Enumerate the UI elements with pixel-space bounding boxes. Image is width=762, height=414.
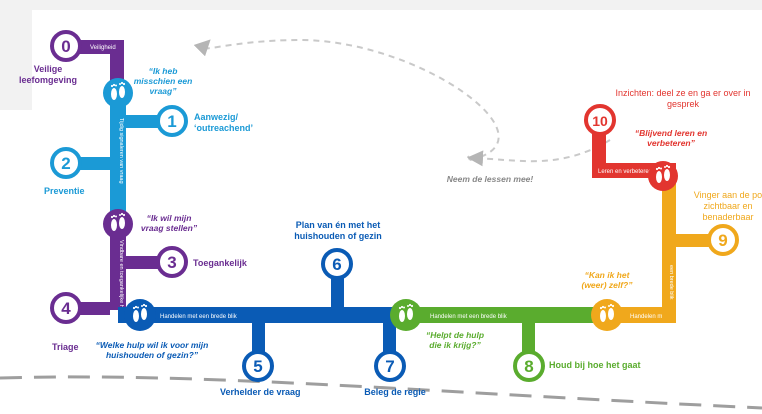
footprints-icon [124, 299, 156, 331]
branch-9 [676, 234, 712, 247]
green-horizontal-line [408, 307, 604, 323]
stop-9-label: Vinger aan de po zichtbaar en benaderbaa… [693, 190, 762, 222]
stop-6-number: 6 [332, 255, 341, 274]
stop-5-circle [242, 350, 274, 382]
stop-5-number: 5 [253, 357, 262, 376]
blue-vertical-label: Tijdig signaleren van vraag [118, 118, 124, 184]
orange-vertical-line [662, 178, 676, 323]
stop-4-circle [50, 292, 82, 324]
stop-1-number: 1 [167, 112, 176, 131]
stop-1-label: Aanwezig/ ‘outreachend’ [194, 112, 254, 133]
branch-2 [76, 157, 110, 170]
branch-8 [522, 323, 535, 353]
stop-6-circle [321, 248, 353, 280]
stop-8-number: 8 [524, 357, 533, 376]
quote-5: “Kan ik het (weer) zelf?” [581, 270, 633, 290]
branch-6 [331, 277, 344, 307]
footprints-icon [591, 299, 623, 331]
purple-vertical-label: Vindbare en toegankelijke hulp [118, 240, 124, 315]
stop-2-label: Preventie [44, 186, 85, 196]
quote-3: “Welke hulp wil ik voor mijn huishouden … [95, 340, 209, 360]
footprints-icon [390, 299, 422, 331]
stop-6-label: Plan van én met het huishouden of gezin [294, 220, 382, 241]
loop-label: Neem de lessen mee! [446, 174, 534, 184]
stop-3-circle [156, 246, 188, 278]
stop-7-label: Beleg de regie [364, 387, 426, 397]
darkblue-line-label: Handelen met een brede blik [160, 314, 238, 320]
loop-arrow-start [467, 155, 471, 161]
loop-arrow-bottom [467, 139, 611, 167]
green-line-label: Handelen met een brede blik [430, 314, 508, 320]
blue-vertical-line [110, 86, 126, 214]
branch-7 [383, 323, 396, 353]
band-veiligheid: Veiligheid [90, 45, 116, 51]
quote-4: “Helpt de hulp die ik krijg?” [425, 330, 485, 350]
stop-5-label: Verhelder de vraag [220, 387, 301, 397]
stop-1-circle [156, 105, 188, 137]
stop-2-number: 2 [61, 154, 70, 173]
footprints-icon [103, 78, 133, 108]
left-band [0, 10, 32, 110]
stop-10-label: Inzichten: deel ze en ga er over in gesp… [615, 88, 751, 109]
quote-6: “Blijvend leren en verbeteren” [634, 128, 708, 148]
road-line [0, 375, 762, 410]
darkblue-horizontal-line [118, 307, 408, 323]
stop-0-label: Veilige leefomgeving [18, 64, 77, 85]
dashed-arrow-icon [193, 38, 500, 161]
branch-4 [80, 302, 110, 315]
stop-0-circle [50, 30, 82, 62]
stop-8-circle [513, 350, 545, 382]
branch-1 [126, 115, 166, 128]
footprints-icon [648, 161, 678, 191]
orange-vertical-label: een brede blik [668, 265, 674, 300]
branch-3 [126, 256, 160, 269]
branch-5 [252, 323, 265, 353]
quote-1: “Ik heb misschien een vraag” [133, 66, 193, 96]
stop-7-number: 7 [385, 357, 394, 376]
red-line-label: Leren en verbeteren [598, 169, 652, 175]
stop-4-number: 4 [61, 299, 71, 318]
stop-10-number: 10 [592, 113, 608, 129]
stop-3-label: Toegankelijk [193, 258, 247, 268]
stop-3-number: 3 [167, 253, 176, 272]
top-band [0, 0, 762, 10]
purple-top-vertical [110, 40, 124, 86]
orange-line-label: Handelen met [630, 314, 668, 320]
stop-7-circle [374, 350, 406, 382]
quote-2: “Ik wil mijn vraag stellen” [140, 213, 198, 233]
stop-8-label: Houd bij hoe het gaat [549, 360, 641, 370]
stop-9-number: 9 [718, 231, 727, 250]
footprints-icon [103, 209, 133, 239]
stop-9-circle [707, 224, 739, 256]
stop-0-number: 0 [61, 37, 70, 56]
stop-2-circle [50, 147, 82, 179]
stop-4-label: Triage [52, 342, 79, 352]
stop-10-circle [584, 104, 616, 136]
